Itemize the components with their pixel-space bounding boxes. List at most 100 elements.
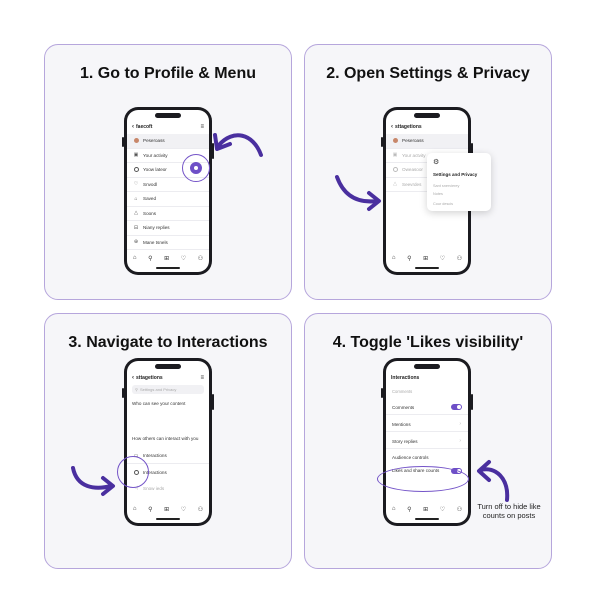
menu-item[interactable]: Yoow lateor bbox=[127, 163, 209, 178]
screen-header-title: sttagetions bbox=[395, 124, 422, 130]
menu-item[interactable]: Peseroass bbox=[127, 134, 209, 149]
back-icon[interactable]: ‹ bbox=[132, 375, 134, 381]
search-input[interactable]: ⚲ Settings and Privacy bbox=[132, 385, 204, 394]
hamburger-menu-icon[interactable]: ≡ bbox=[200, 124, 204, 130]
settings-and-privacy-item[interactable]: Settings and Privacy bbox=[433, 172, 478, 177]
step-2-title: 2. Open Settings & Privacy bbox=[326, 65, 530, 82]
clock-icon bbox=[392, 167, 398, 173]
bookmark-icon: ⌂ bbox=[134, 195, 138, 202]
menu-item[interactable]: △ Soons bbox=[127, 207, 209, 221]
heart-icon: ♡ bbox=[133, 181, 139, 188]
avatar-icon bbox=[392, 138, 398, 144]
comment-icon: ▭ bbox=[133, 452, 139, 459]
popup-menu-item[interactable]: Notes bbox=[433, 192, 443, 196]
screen-header: ‹ faecoft ≡ bbox=[132, 122, 204, 132]
clock-icon bbox=[133, 167, 139, 173]
screen-header: ‹ sttagetions ≡ bbox=[132, 373, 204, 383]
comments-toggle[interactable] bbox=[451, 404, 462, 410]
screen-header: Interactions bbox=[391, 373, 463, 383]
menu-item[interactable]: ▭ Interactions bbox=[127, 449, 209, 464]
highlight-circle bbox=[182, 154, 210, 182]
phone-mockup: ‹ sttagetions ≡ ⚲ Settings and Privacy W… bbox=[122, 358, 214, 526]
section-header: Who can see your content bbox=[132, 401, 186, 406]
home-icon[interactable]: ⌂ bbox=[391, 255, 396, 261]
popup-menu-item[interactable]: Cour descis bbox=[433, 202, 454, 206]
add-icon[interactable]: ⊞ bbox=[164, 506, 170, 513]
step-3-panel: 3. Navigate to Interactions ‹ sttagetion… bbox=[44, 313, 292, 569]
back-icon[interactable]: ‹ bbox=[132, 124, 134, 130]
archive-icon: △ bbox=[134, 210, 138, 217]
home-icon[interactable]: ⌂ bbox=[391, 506, 396, 512]
menu-item[interactable]: ◁ Snow ieds bbox=[134, 485, 165, 492]
avatar-icon bbox=[133, 138, 139, 144]
arrow-icon bbox=[71, 466, 115, 496]
profile-icon[interactable]: ⚇ bbox=[456, 506, 463, 513]
phone-screen: ‹ faecoft ≡ Peseroass ▣ Your activity Yo… bbox=[127, 110, 209, 272]
profile-icon[interactable]: ⚇ bbox=[197, 506, 204, 513]
activity-icon: ▣ bbox=[133, 152, 139, 159]
screen-header-title: sttagetions bbox=[136, 375, 163, 381]
heart-icon[interactable]: ♡ bbox=[439, 506, 446, 513]
menu-item[interactable]: ♡ Snvodl bbox=[127, 178, 209, 192]
menu-item[interactable]: Peseroass bbox=[386, 134, 468, 149]
heart-icon[interactable]: ♡ bbox=[180, 506, 187, 513]
section-header: Audience controls bbox=[392, 455, 429, 460]
bottom-tab-bar: ⌂ ⚲ ⊞ ♡ ⚇ bbox=[127, 252, 209, 264]
menu-item[interactable]: ⊟ Niany replies bbox=[127, 221, 209, 236]
screen-header-title: Interactions bbox=[391, 375, 420, 381]
heart-icon[interactable]: ♡ bbox=[180, 255, 187, 262]
step-4-panel: 4. Toggle 'Likes visibility' Interaction… bbox=[304, 313, 552, 569]
volume-icon: ◁ bbox=[134, 485, 138, 492]
step-1-panel: 1. Go to Profile & Menu ‹ faecoft ≡ Pese… bbox=[44, 44, 292, 300]
arrow-icon bbox=[335, 175, 381, 211]
search-icon[interactable]: ⚲ bbox=[148, 255, 153, 262]
section-header: Comments bbox=[392, 389, 413, 394]
add-icon[interactable]: ⊞ bbox=[423, 506, 429, 513]
back-icon[interactable]: ‹ bbox=[391, 124, 393, 130]
step-2-panel: 2. Open Settings & Privacy ‹ sttagetions… bbox=[304, 44, 552, 300]
add-icon[interactable]: ⊞ bbox=[164, 255, 170, 262]
search-icon[interactable]: ⚲ bbox=[407, 506, 412, 513]
screen-header: ‹ sttagetions bbox=[391, 122, 463, 132]
search-icon[interactable]: ⚲ bbox=[148, 506, 153, 513]
bottom-tab-bar: ⌂ ⚲ ⊞ ♡ ⚇ bbox=[127, 503, 209, 515]
arrow-icon bbox=[477, 460, 510, 502]
screen-header-title: faecoft bbox=[136, 124, 153, 130]
home-icon[interactable]: ⌂ bbox=[132, 255, 137, 261]
home-icon[interactable]: ⌂ bbox=[132, 506, 137, 512]
chevron-right-icon: › bbox=[459, 421, 461, 427]
search-icon: ⚲ bbox=[135, 387, 138, 392]
profile-icon[interactable]: ⚇ bbox=[456, 255, 463, 262]
hamburger-menu-icon[interactable]: ≡ bbox=[200, 375, 204, 381]
phone-screen: Interactions Comments Comments Mentions … bbox=[386, 361, 468, 523]
activity-icon: ▣ bbox=[392, 152, 398, 159]
story-replies-row[interactable]: Story replies › bbox=[386, 434, 468, 449]
heart-icon[interactable]: ♡ bbox=[439, 255, 446, 262]
gear-icon: ⚙ bbox=[433, 159, 440, 166]
arrow-icon bbox=[213, 133, 263, 157]
close-friends-icon: ⊕ bbox=[133, 239, 139, 246]
add-icon[interactable]: ⊞ bbox=[423, 255, 429, 262]
instruction-caption: Turn off to hide like counts on posts bbox=[477, 502, 541, 520]
menu-item-saved[interactable]: ⌂ Saved bbox=[127, 192, 209, 207]
profile-icon[interactable]: ⚇ bbox=[197, 255, 204, 262]
popup-menu-item[interactable]: Sant snervierey bbox=[433, 184, 460, 188]
mentions-row[interactable]: Mentions › bbox=[386, 417, 468, 432]
comments-toggle-row[interactable]: Comments bbox=[386, 400, 468, 415]
step-3-title: 3. Navigate to Interactions bbox=[68, 334, 268, 351]
step-1-title: 1. Go to Profile & Menu bbox=[79, 65, 256, 82]
highlight-circle bbox=[117, 456, 149, 488]
bottom-tab-bar: ⌂ ⚲ ⊞ ♡ ⚇ bbox=[386, 252, 468, 264]
bottom-tab-bar: ⌂ ⚲ ⊞ ♡ ⚇ bbox=[386, 503, 468, 515]
menu-item-your-activity[interactable]: ▣ Your activity bbox=[127, 149, 209, 163]
section-header: How others can interact with you bbox=[132, 436, 199, 441]
reply-icon: ⊟ bbox=[133, 224, 139, 231]
menu-item[interactable]: ⊕ Mane tsnels bbox=[127, 236, 209, 250]
phone-mockup: Interactions Comments Comments Mentions … bbox=[381, 358, 473, 526]
search-placeholder: Settings and Privacy bbox=[139, 387, 177, 392]
archive-icon: △ bbox=[393, 181, 397, 188]
settings-popup-menu: ⚙ Settings and Privacy Sant snervierey N… bbox=[427, 153, 491, 211]
phone-mockup: ‹ faecoft ≡ Peseroass ▣ Your activity Yo… bbox=[122, 107, 214, 275]
chevron-right-icon: › bbox=[459, 438, 461, 444]
search-icon[interactable]: ⚲ bbox=[407, 255, 412, 262]
